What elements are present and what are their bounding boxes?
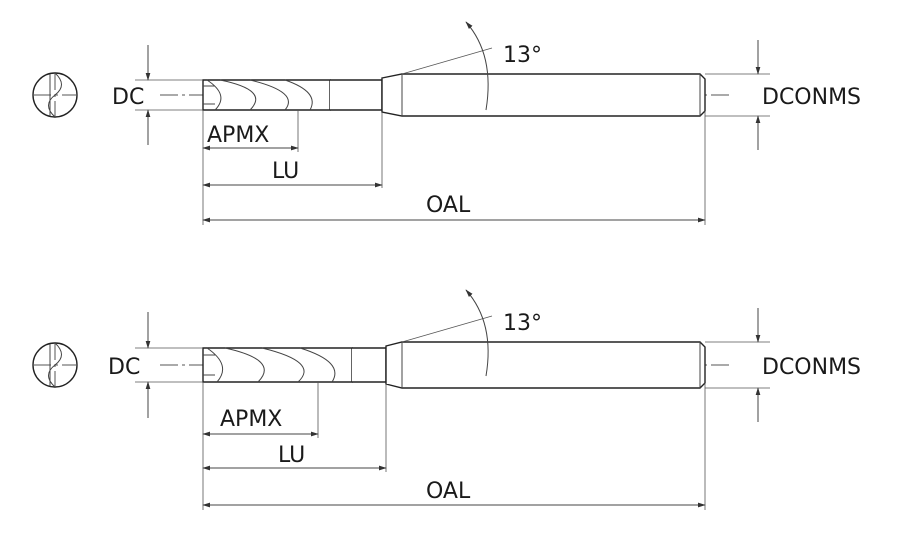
end-view-icon: [32, 342, 78, 388]
lu-label: LU: [278, 443, 305, 468]
dc-label: DC: [108, 355, 140, 380]
oal-label: OAL: [426, 479, 471, 504]
flute-section: [202, 347, 353, 383]
dconms-dimension: DCONMS: [705, 40, 861, 150]
angle-dimension: 13°: [401, 21, 542, 111]
oal-dimension: OAL: [202, 111, 706, 225]
shank: [385, 341, 706, 389]
drawing-top: DC DCONMS 13° APMX LU: [32, 21, 861, 225]
drawing-bottom: DC DCONMS 13° APMX LU OA: [32, 289, 861, 510]
apmx-dimension: APMX: [202, 382, 319, 510]
lu-label: LU: [272, 159, 299, 184]
shank: [381, 73, 706, 117]
angle-dimension: 13°: [401, 289, 542, 377]
neck: [330, 79, 383, 111]
lu-dimension: LU: [202, 384, 387, 472]
angle-label: 13°: [503, 311, 542, 336]
apmx-label: APMX: [207, 123, 269, 148]
angle-label: 13°: [503, 43, 542, 68]
lu-dimension: LU: [202, 112, 383, 188]
dconms-label: DCONMS: [762, 85, 861, 110]
flute-section: [202, 79, 331, 111]
end-view-icon: [32, 72, 78, 118]
dconms-dimension: DCONMS: [705, 308, 861, 422]
neck: [352, 347, 387, 383]
oal-label: OAL: [426, 193, 471, 218]
dc-dimension: DC: [108, 312, 203, 418]
dc-dimension: DC: [112, 45, 203, 145]
dconms-label: DCONMS: [762, 355, 861, 380]
dc-label: DC: [112, 85, 144, 110]
apmx-dimension: APMX: [202, 110, 299, 225]
oal-dimension: OAL: [202, 383, 706, 510]
apmx-label: APMX: [220, 407, 282, 432]
